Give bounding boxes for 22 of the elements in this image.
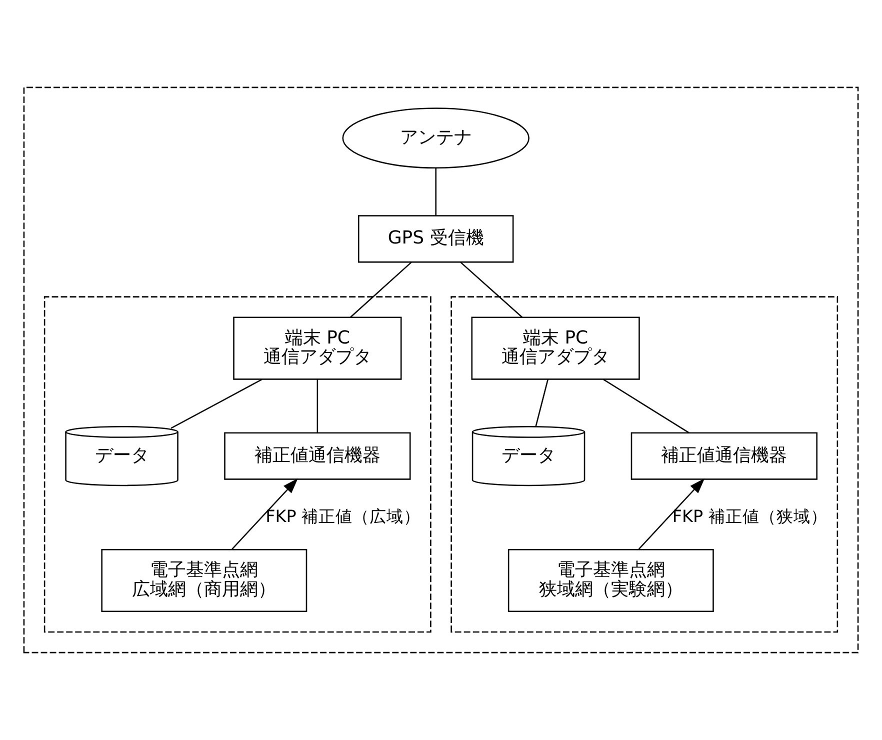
cluster: [44, 296, 432, 633]
node-box: 電子基準点網 狭域網（実験網）: [508, 548, 714, 612]
connector: [170, 378, 262, 429]
edge-label: FKP 補正値（狭域）: [672, 506, 828, 526]
node-box: 端末 PC 通信アダプタ: [233, 316, 402, 380]
connector: [460, 262, 523, 318]
connector: [603, 378, 690, 434]
connector: [535, 379, 548, 427]
arrow: [232, 478, 298, 550]
node-box: 端末 PC 通信アダプタ: [471, 316, 640, 380]
node-box: GPS 受信機: [358, 215, 514, 263]
node-ellipse: アンテナ: [342, 108, 530, 169]
arrow: [638, 478, 705, 550]
connector: [350, 262, 412, 318]
edge-label: FKP 補正値（広域）: [266, 506, 421, 526]
node-box: 電子基準点網 広域網（商用網）: [101, 548, 308, 612]
node-box: 補正値通信機器: [224, 432, 411, 480]
connector: [435, 168, 436, 216]
node-box: 補正値通信機器: [630, 432, 818, 480]
connector: [316, 379, 318, 433]
cluster: [450, 296, 838, 633]
cluster: [23, 86, 859, 654]
